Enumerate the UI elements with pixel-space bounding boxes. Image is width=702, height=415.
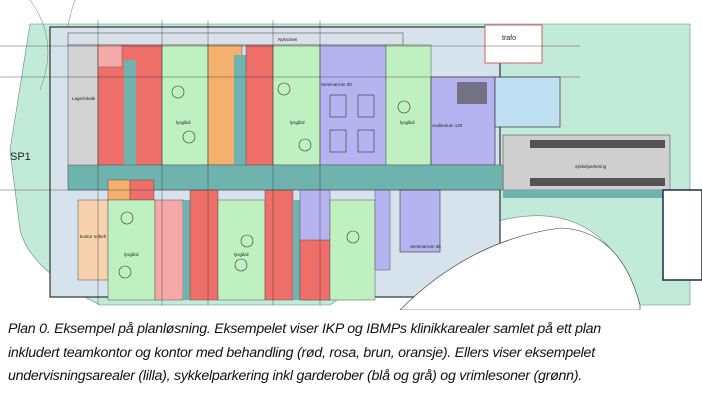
study-cells: [374, 189, 391, 271]
courtyard-1: [161, 44, 209, 166]
clinic-block-red-4: [264, 189, 294, 301]
storage-label: Lagerlokale: [72, 96, 96, 101]
seminar-table: [329, 94, 347, 118]
wardrobe-area: [494, 76, 561, 128]
courtyard-label: lysgård: [234, 251, 249, 257]
auditorium-label: Auditorium 120: [432, 123, 463, 128]
storage-room: [67, 44, 99, 186]
clinic-block-pink: [154, 199, 184, 301]
seminar-table: [357, 129, 375, 153]
seminar-label: Seminarrom 30: [321, 82, 352, 87]
seminar-table: [357, 94, 375, 118]
bike-rack: [530, 178, 665, 186]
figure-caption: Plan 0. Eksempel på planløsning. Eksempe…: [8, 318, 702, 389]
courtyard-2: [272, 44, 321, 166]
tree-icon: [240, 234, 254, 248]
trafo-label: trafo: [502, 35, 516, 42]
courtyard-label: lysgård: [176, 119, 191, 125]
grid-lines: [0, 20, 580, 305]
office-label: kontor m/beh: [80, 234, 107, 239]
road-label: Nyksolvei: [278, 37, 297, 42]
seminar-block: [319, 44, 387, 166]
bike-rack: [530, 140, 665, 148]
meeting-room: [97, 44, 123, 68]
courtyard-4: [107, 199, 156, 301]
courtyard-6: [329, 199, 376, 301]
trafo-box: [484, 24, 543, 64]
tree-icon: [397, 100, 411, 114]
clinic-corridor-1: [124, 60, 136, 165]
clinic-block-red-3: [189, 189, 219, 301]
courtyard-label: lysgård: [400, 119, 415, 125]
clinic-corridor-3: [183, 200, 190, 300]
clinic-corridor-4: [293, 200, 300, 300]
tree-icon: [234, 258, 248, 272]
clinic-corridor-2: [234, 55, 246, 165]
seminar-room-36: [399, 189, 441, 253]
clinic-block-2-red: [245, 44, 274, 166]
site-label: SP1: [10, 151, 31, 163]
clinic-block-peach: [77, 199, 109, 281]
seminar-table: [329, 129, 347, 153]
auditorium-seating: [457, 82, 487, 104]
tree-icon: [118, 265, 132, 279]
caption-line-2: inkludert teamkontor og kontor med behan…: [8, 344, 595, 361]
tree-icon: [346, 230, 360, 244]
courtyard-5: [217, 199, 266, 301]
corridor-strip: [503, 190, 663, 198]
tree-icon: [182, 130, 196, 144]
courtyard-label: lysgård: [124, 251, 139, 257]
caption-line-1: Plan 0. Eksempel på planløsning. Eksempe…: [8, 321, 601, 337]
clinic-block-red-5: [299, 239, 331, 301]
side-building: [662, 189, 702, 281]
courtyard-label: lysgård: [290, 119, 305, 125]
open-ground: [399, 227, 641, 310]
bike-label: sykkelparkering: [575, 164, 607, 169]
tree-icon: [171, 85, 185, 99]
top-corridor: [67, 32, 404, 46]
floor-plan: Nyksolvei Lagerlokale lysgård lysgård Se…: [0, 0, 702, 310]
tree-icon: [120, 211, 134, 225]
seminar-label-2: Seminarrom 36: [410, 244, 441, 249]
tree-icon: [277, 82, 291, 96]
tree-icon: [298, 138, 312, 152]
courtyard-3: [385, 44, 432, 166]
caption-line-3: undervisningsarealer (lilla), sykkelpark…: [8, 368, 582, 384]
